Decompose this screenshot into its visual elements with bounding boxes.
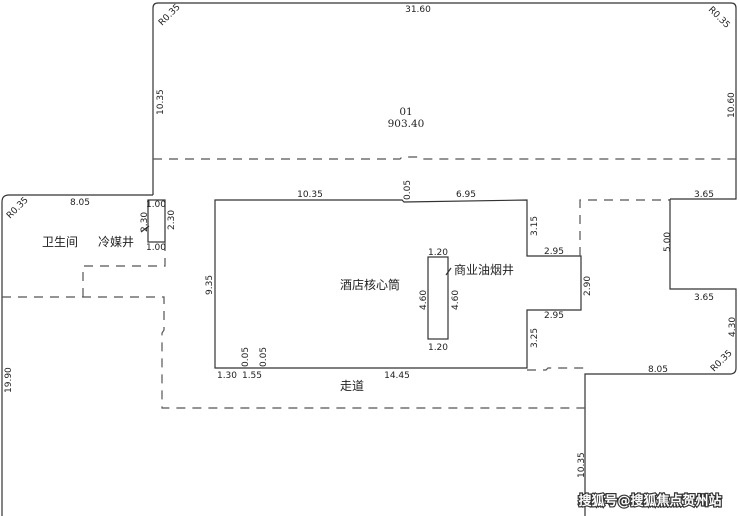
flue-leader [445,267,452,276]
room-refrigerant-shaft: 冷媒井 [98,235,134,249]
watermark: 搜狐号@搜狐焦点贺州站 [578,493,721,509]
unit-area: 903.40 [388,118,425,130]
dim-left-wing-width: 8.05 [70,198,90,208]
dim-right-lower-width: 8.05 [648,365,668,375]
room-hotel-core: 酒店核心筒 [340,277,400,292]
dim-core-top-right: 6.95 [456,190,476,200]
refrigerant-shaft [147,199,166,243]
dim-core-right-lower: 3.25 [530,328,540,348]
left-wing-wall [1,194,153,516]
dim-shaft-left: 2.30 [140,212,150,232]
dim-core-bottom-gap-b: 0.05 [259,347,269,367]
dim-core-bottom-gap-a: 0.05 [241,347,251,367]
outer-wall-top [152,2,737,200]
dim-core-notch-top: 2.95 [544,247,564,257]
room-commercial-flue: 商业油烟井 [454,262,514,277]
dim-right-step-bottom: 3.65 [694,293,714,303]
dim-shaft-top: 1.00 [146,200,166,210]
dim-core-top-gap: 0.05 [403,180,413,200]
dim-left-wing-radius: R0.35 [5,195,31,221]
dashed-line-shaft [82,242,166,297]
dim-top-right-radius: R0.35 [706,5,732,31]
dashed-line-core-bottom [527,367,585,371]
dim-bottom-right-height: 10.35 [577,452,587,478]
dim-shaft-bottom: 1.00 [146,243,166,253]
dim-left-lower-height: 19.90 [4,367,14,393]
dim-core-left: 9.35 [205,275,215,295]
dim-core-bottom-main: 14.45 [384,371,410,381]
dim-top-left-radius: R0.35 [157,2,183,28]
dim-top-width: 31.60 [405,5,431,15]
dim-flue-bottom: 1.20 [428,343,448,353]
dim-core-bottom-b: 1.55 [242,371,262,381]
dim-core-notch-depth: 2.90 [583,276,593,296]
dim-right-upper-height: 10.60 [727,92,737,118]
room-restroom: 卫生间 [42,235,78,249]
dim-right-lower-height: 4.30 [728,317,738,337]
dim-shaft-right: 2.30 [167,210,177,230]
dashed-line-right-notch [579,199,670,256]
room-corridor: 走道 [340,379,364,393]
dim-flue-top: 1.20 [428,248,448,258]
dim-flue-right: 4.60 [451,290,461,310]
dim-left-upper-height: 10.35 [156,89,166,115]
dim-right-step-height: 5.00 [663,232,673,252]
dim-flue-left: 4.60 [419,290,429,310]
dashed-line-upper [153,156,736,160]
dim-core-top-left: 10.35 [297,190,323,200]
dim-core-notch-bottom: 2.95 [544,311,564,321]
dim-right-lower-radius: R0.35 [709,348,735,374]
dim-core-bottom-a: 1.30 [217,371,237,381]
dim-core-right-upper: 3.15 [530,216,540,236]
hotel-core-wall [214,199,582,369]
commercial-flue-shaft [427,256,449,340]
dim-right-step-top: 3.65 [694,190,714,200]
outer-wall-right-step [584,199,737,516]
dashed-line-left [2,296,585,409]
shaft-leader [140,225,150,233]
unit-id: 01 [399,106,412,118]
